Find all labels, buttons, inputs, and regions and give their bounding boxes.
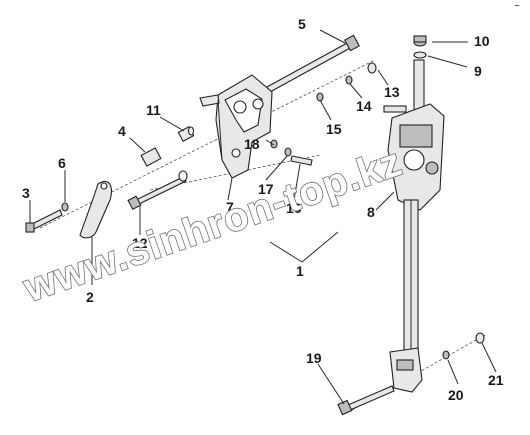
- callout-17: 17: [258, 181, 274, 197]
- part-8-steering-column: [383, 59, 445, 393]
- callout-19: 19: [306, 350, 322, 366]
- part-16-pin: [290, 155, 313, 166]
- part-17-washer: [284, 147, 292, 157]
- callout-16: 16: [286, 200, 302, 216]
- part-21-nut: [475, 332, 485, 344]
- callout-4: 4: [118, 123, 126, 139]
- callout-3: 3: [22, 185, 30, 201]
- part-10-nut: [413, 35, 427, 47]
- callout-14: 14: [356, 98, 372, 114]
- leader-lines: [29, 29, 497, 405]
- callout-21: 21: [488, 372, 504, 388]
- part-14-washer: [345, 75, 353, 85]
- callout-15: 15: [326, 121, 342, 137]
- corner-mark: ~: [514, 1, 520, 12]
- callout-7: 7: [226, 199, 234, 215]
- part-6-washer: [61, 202, 69, 212]
- watermark-text: www.sinhron-top.kz: [18, 140, 408, 311]
- callout-numbers: 5 10 9 13 14 15 11 4 6 3 18 17 16 7 8 12…: [22, 16, 504, 403]
- part-7-bracket: [199, 74, 273, 179]
- part-18-washer: [270, 139, 278, 149]
- callout-18: 18: [244, 136, 260, 152]
- callout-9: 9: [474, 63, 482, 79]
- part-20-washer: [442, 350, 450, 360]
- callout-2: 2: [86, 289, 94, 305]
- callout-6: 6: [58, 155, 66, 171]
- callout-12: 12: [132, 235, 148, 251]
- callout-8: 8: [367, 204, 375, 220]
- part-4-spacer: [140, 147, 162, 167]
- part-9-washer: [413, 51, 427, 59]
- callout-5: 5: [298, 16, 306, 32]
- callout-10: 10: [474, 33, 490, 49]
- part-5-bolt: [255, 34, 360, 99]
- part-13-nut: [367, 62, 377, 74]
- part-2-lever: [79, 180, 113, 239]
- part-19-bolt: [337, 385, 395, 416]
- callout-11: 11: [146, 102, 161, 118]
- callout-1: 1: [296, 263, 304, 279]
- callout-20: 20: [448, 387, 464, 403]
- part-12-bolt: [127, 170, 188, 211]
- part-3-bolt: [25, 209, 63, 233]
- callout-13: 13: [384, 84, 400, 100]
- part-15-washer: [316, 92, 324, 102]
